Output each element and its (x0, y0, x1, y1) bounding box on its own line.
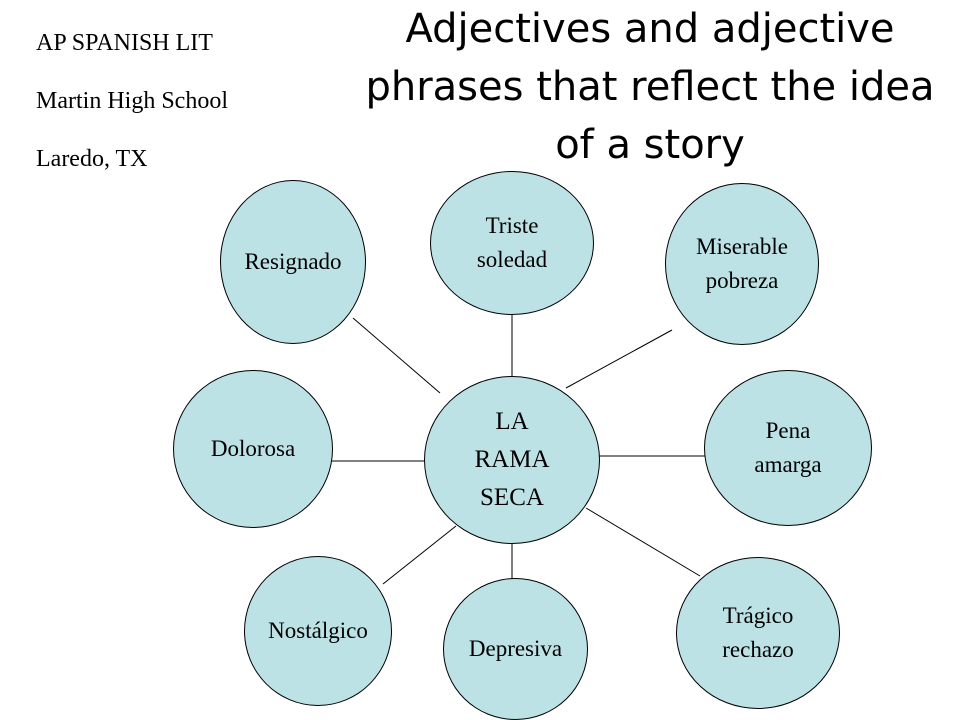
node-miserable-pobreza: Miserable pobreza (665, 183, 819, 345)
node-center-la-rama-seca: LA RAMA SECA (424, 376, 600, 544)
slide-title: Adjectives and adjective phrases that re… (365, 6, 935, 168)
slide-header-info: AP SPANISH LIT Martin High School Laredo… (36, 22, 228, 196)
connector-resignado (352, 317, 441, 394)
node-triste-soledad: Triste soledad (430, 171, 594, 315)
connector-miserable (565, 329, 673, 389)
node-pena-amarga: Pena amarga (704, 370, 872, 526)
node-dolorosa: Dolorosa (173, 370, 333, 528)
course-label: AP SPANISH LIT (36, 30, 213, 56)
connector-nostalgico (382, 525, 457, 585)
node-resignado: Resignado (220, 180, 366, 344)
connector-tragico (585, 507, 701, 577)
school-label: Martin High School (36, 88, 228, 114)
node-tragico-rechazo: Trágico rechazo (676, 557, 840, 709)
node-nostalgico: Nostálgico (244, 556, 392, 706)
location-label: Laredo, TX (36, 146, 148, 172)
node-depresiva: Depresiva (443, 578, 588, 720)
